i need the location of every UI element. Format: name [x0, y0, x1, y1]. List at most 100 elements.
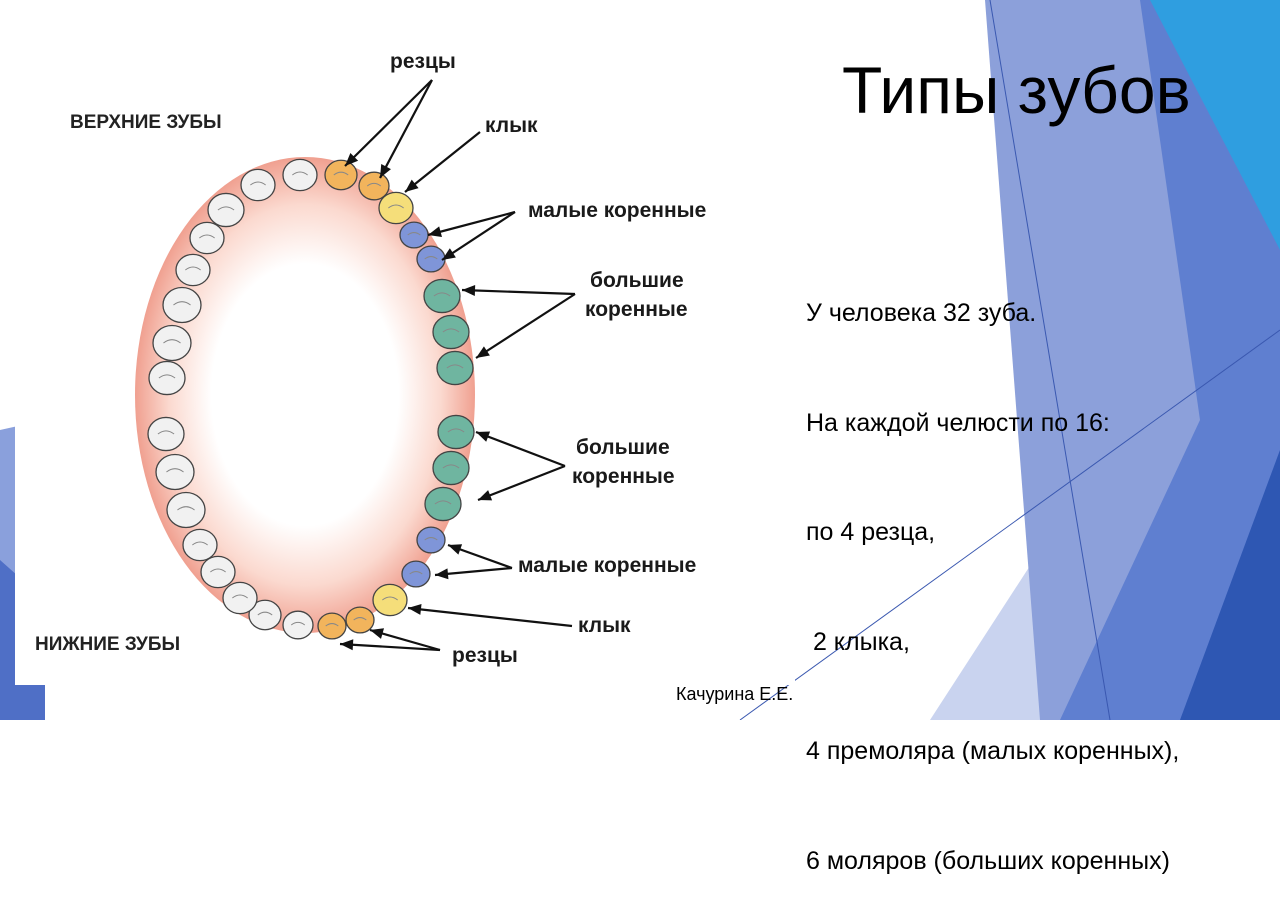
tooth-groove	[388, 204, 404, 209]
tooth-groove	[447, 428, 465, 433]
upper-molar-tooth	[423, 278, 461, 314]
arrow-head	[442, 248, 456, 260]
fact-line: На каждой челюсти по 16:	[806, 408, 1110, 437]
upper-premolar-left-tooth	[189, 221, 225, 255]
tooth-groove	[166, 468, 184, 473]
tooth-groove	[434, 500, 452, 505]
tooth-groove	[217, 206, 235, 211]
palate	[135, 157, 475, 633]
lower-molar-tooth	[424, 486, 462, 522]
label-upper-incisors: резцы	[390, 50, 456, 73]
upper-premolar-tooth	[399, 221, 429, 249]
label-lower-incisors: резцы	[452, 644, 518, 667]
arrow-line	[407, 606, 573, 628]
arrow-line	[339, 642, 441, 652]
tooth-groove	[433, 292, 451, 297]
upper-incisor-left-tooth	[282, 158, 318, 192]
fact-line: У человека 32 зуба.	[806, 299, 1037, 327]
lower-molar-left-tooth	[147, 416, 185, 452]
lower-premolar-tooth	[401, 560, 431, 588]
upper-molar-left-tooth	[162, 286, 202, 324]
lower-molar-tooth	[432, 450, 470, 486]
slide-title: Типы зубов	[842, 53, 1191, 127]
arrow-line	[441, 211, 516, 261]
lower-molar-tooth	[437, 414, 475, 450]
lower-premolar-left-tooth	[182, 528, 218, 562]
label-upper-molars-1: большие	[590, 269, 684, 292]
arrow-head	[345, 152, 359, 166]
bg-line	[739, 329, 1280, 720]
arrow-line	[344, 79, 433, 167]
lower-premolar-left-tooth	[200, 555, 236, 589]
fact-line: 4 премоляра (малых коренных),	[806, 737, 1180, 765]
fact-line: 6 моляров (больших коренных)	[806, 846, 1170, 875]
bg-shape-blue	[1060, 0, 1280, 720]
tooth-groove	[210, 568, 226, 573]
upper-molar-left-tooth	[148, 360, 186, 396]
tooth-groove	[325, 623, 339, 627]
fact-line: по 4 резца,	[806, 518, 936, 546]
lower-incisor-tooth	[345, 606, 375, 634]
arrow-line	[475, 430, 566, 468]
facts-text: У человека 32 зуба. На каждой челюсти по…	[806, 222, 1179, 916]
tooth-groove	[409, 571, 423, 575]
tooth-groove	[366, 182, 382, 187]
bg-line	[989, 0, 1111, 720]
upper-molar-left-tooth	[152, 324, 192, 362]
upper-jaw-label: ВЕРХНИЕ ЗУБЫ	[70, 112, 222, 133]
upper-molar-tooth	[436, 350, 474, 386]
upper-incisor-tooth	[324, 159, 358, 191]
arrow-head	[380, 163, 391, 178]
pointer-arrows	[339, 79, 576, 652]
tooth-groove	[158, 374, 176, 379]
tooth-groove	[192, 541, 208, 546]
upper-canine-tooth	[378, 191, 414, 225]
upper-incisor-tooth	[358, 171, 390, 201]
arrow-line	[461, 288, 576, 296]
arrow-head	[448, 544, 463, 555]
label-lower-molars-1: большие	[576, 436, 670, 459]
lower-jaw-label: НИЖНИЕ ЗУБЫ	[35, 634, 181, 655]
lower-molar-left-tooth	[155, 453, 195, 491]
tooth-groove	[446, 364, 464, 369]
upper-incisor-left-tooth	[240, 168, 276, 202]
tooth-groove	[250, 181, 266, 186]
tooth-groove	[232, 594, 248, 599]
lower-canine-tooth	[372, 583, 408, 617]
lower-incisor-left-tooth	[282, 610, 314, 640]
upper-molar-tooth	[432, 314, 470, 350]
teeth-group	[147, 158, 475, 640]
arrow-head	[462, 284, 476, 296]
tooth-groove	[407, 232, 421, 236]
tooth-groove	[292, 171, 308, 176]
arrow-head	[476, 346, 490, 358]
arrow-head	[435, 568, 449, 580]
tooth-groove	[185, 266, 201, 271]
tooth-groove	[424, 256, 438, 260]
tooth-groove	[177, 506, 195, 511]
arrow-line	[379, 79, 433, 179]
author-credit: Качурина Е.Е.	[676, 684, 794, 704]
tooth-groove	[290, 621, 306, 626]
label-upper-molars-2: коренные	[585, 298, 688, 321]
label-lower-canine: клык	[578, 614, 631, 637]
arrow-head	[370, 628, 385, 639]
arrow-line	[477, 464, 566, 502]
label-upper-premolars: малые коренные	[528, 199, 707, 222]
upper-canine-left-tooth	[207, 192, 245, 228]
arrow-line	[475, 293, 576, 359]
arrow-line	[404, 131, 481, 193]
label-lower-molars-2: коренные	[572, 465, 675, 488]
tooth-groove	[382, 596, 398, 601]
teeth-diagram	[15, 45, 795, 685]
fact-line: 2 клыка,	[806, 627, 910, 656]
tooth-groove	[199, 234, 215, 239]
tooth-groove	[442, 328, 460, 333]
arrow-head	[478, 490, 493, 501]
arrow-line	[427, 210, 516, 237]
tooth-groove	[353, 617, 367, 621]
lower-canine-left-tooth	[222, 581, 258, 615]
arrow-head	[428, 226, 442, 237]
arrow-head	[405, 179, 419, 192]
upper-premolar-left-tooth	[175, 253, 211, 287]
